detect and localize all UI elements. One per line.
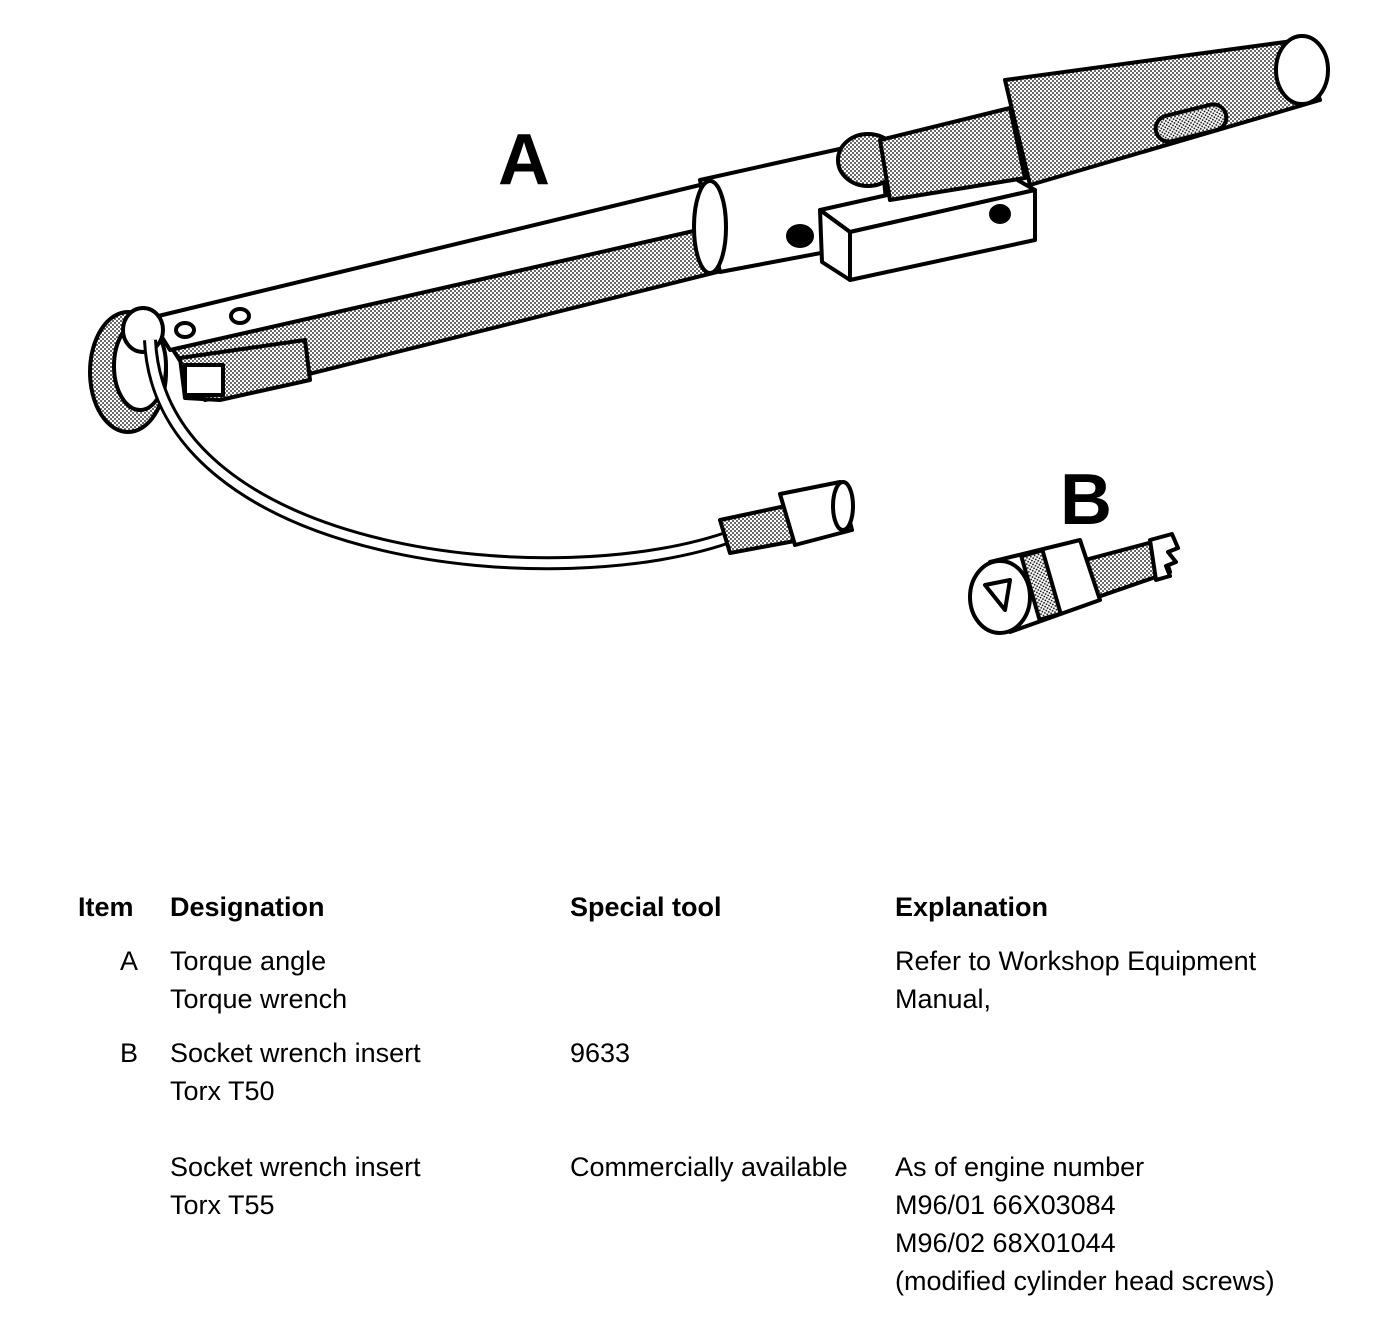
row-item: B	[119, 1038, 138, 1068]
designation-line: Torque angle	[170, 946, 327, 976]
row-designation: Socket wrench insert Torx T55	[170, 1148, 421, 1224]
designation-line: Socket wrench insert	[170, 1038, 421, 1068]
header-designation: Designation	[170, 892, 325, 922]
row-designation: Socket wrench insert Torx T50	[170, 1034, 421, 1110]
explanation-line: (modified cylinder head screws)	[895, 1266, 1275, 1296]
row-explanation: Refer to Workshop Equipment Manual,	[895, 942, 1256, 1018]
figure-label-b: B	[1060, 460, 1112, 540]
designation-line: Torx T50	[170, 1076, 275, 1106]
explanation-line: Refer to Workshop Equipment	[895, 946, 1257, 976]
designation-line: Socket wrench insert	[170, 1152, 421, 1182]
explanation-line: As of engine number	[895, 1152, 1145, 1182]
row-explanation: As of engine number M96/01 66X03084 M96/…	[895, 1148, 1275, 1300]
row-designation: Torque angle Torque wrench	[170, 942, 347, 1018]
tool-illustration	[88, 34, 1330, 635]
explanation-line: M96/02 68X01044	[895, 1228, 1116, 1258]
header-explanation: Explanation	[895, 892, 1049, 922]
row-item: A	[119, 946, 138, 976]
figure-label-a: A	[498, 120, 550, 200]
socket-insert-drawing	[968, 532, 1180, 635]
designation-line: Torx T55	[170, 1190, 275, 1220]
row-special-tool: 9633	[570, 1038, 631, 1068]
designation-line: Torque wrench	[170, 984, 348, 1014]
torque-wrench-drawing	[88, 34, 1330, 571]
header-item: Item	[78, 892, 134, 922]
row-special-tool: Commercially available	[570, 1152, 848, 1182]
header-special-tool: Special tool	[570, 892, 722, 922]
explanation-line: M96/01 66X03084	[895, 1190, 1116, 1220]
explanation-line: Manual,	[895, 984, 992, 1014]
